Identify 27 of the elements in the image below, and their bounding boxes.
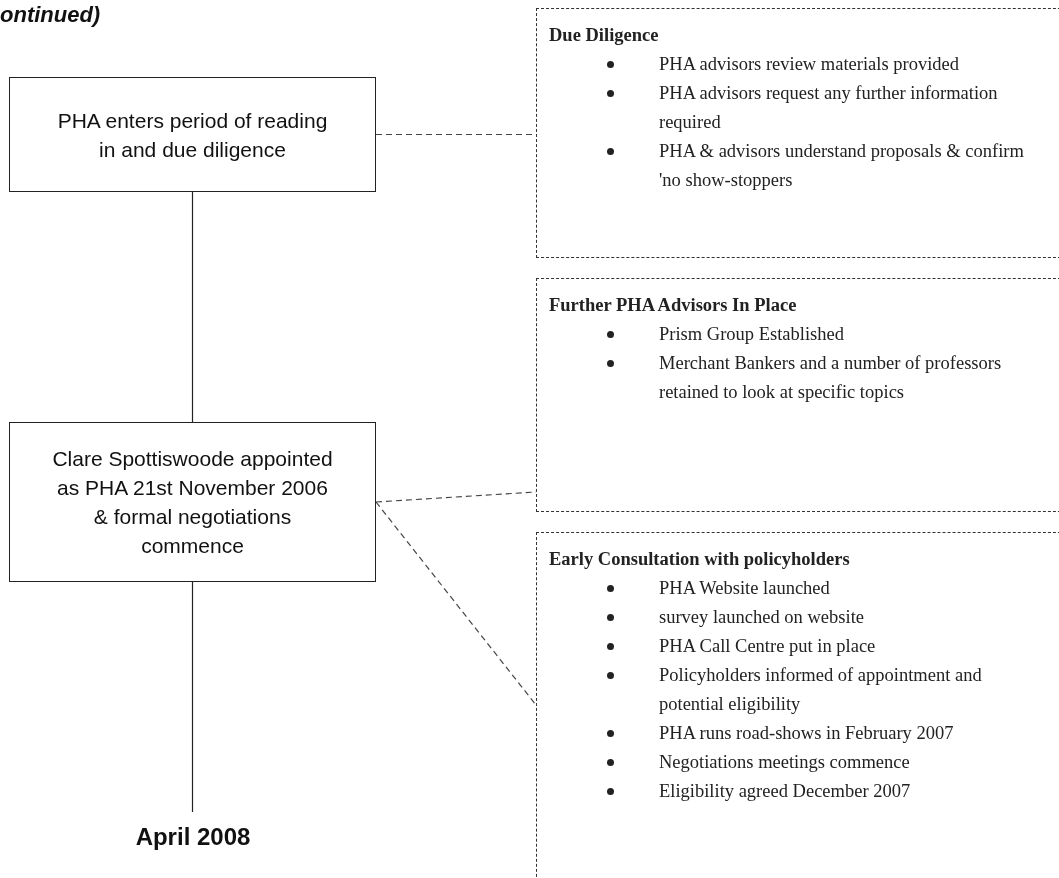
bullet-text: PHA runs road-shows in February 2007 — [659, 723, 954, 743]
panel-heading: Due Diligence — [549, 24, 659, 47]
title: ontinued) — [0, 2, 101, 28]
bullet-text: PHA Call Centre put in place — [659, 636, 876, 656]
note-panel — [536, 532, 1059, 878]
event-text: Clare Spottiswoode appointed as PHA 21st November 2006 & formal negotiations commence — [51, 446, 334, 559]
note-panel — [536, 278, 1059, 512]
bullet-text: Eligibility agreed December 2007 — [659, 781, 911, 801]
panel-heading: Further PHA Advisors In Place — [549, 294, 797, 317]
bullet-text: Policyholders informed of appointment and potential eligibility — [659, 665, 982, 714]
bullet-text: Merchant Bankers and a number of professors retained to look at specific topics — [659, 353, 1002, 402]
bullet-text: PHA & advisors understand proposals & confirm 'no show-stoppers — [659, 141, 1024, 190]
bullet-text: Negotiations meetings commence — [659, 752, 910, 772]
bullet-text: Prism Group Established — [659, 324, 844, 344]
timeline-line — [191, 191, 194, 423]
bullet-text: survey launched on website — [659, 607, 864, 627]
dashed-connector — [375, 501, 537, 706]
note-panel — [536, 8, 1059, 258]
bullet-text: PHA advisors review materials provided — [659, 54, 960, 74]
bullet-text: PHA advisors request any further information required — [659, 83, 998, 132]
event-text: PHA enters period of reading in and due diligence — [56, 107, 329, 163]
timeline-line — [191, 581, 194, 813]
bullet-text: PHA Website launched — [659, 578, 830, 598]
event-box — [9, 77, 376, 192]
event-box — [9, 422, 376, 582]
panel-heading: Early Consultation with policyholders — [549, 548, 850, 571]
date-label: April 2008 — [100, 812, 286, 862]
